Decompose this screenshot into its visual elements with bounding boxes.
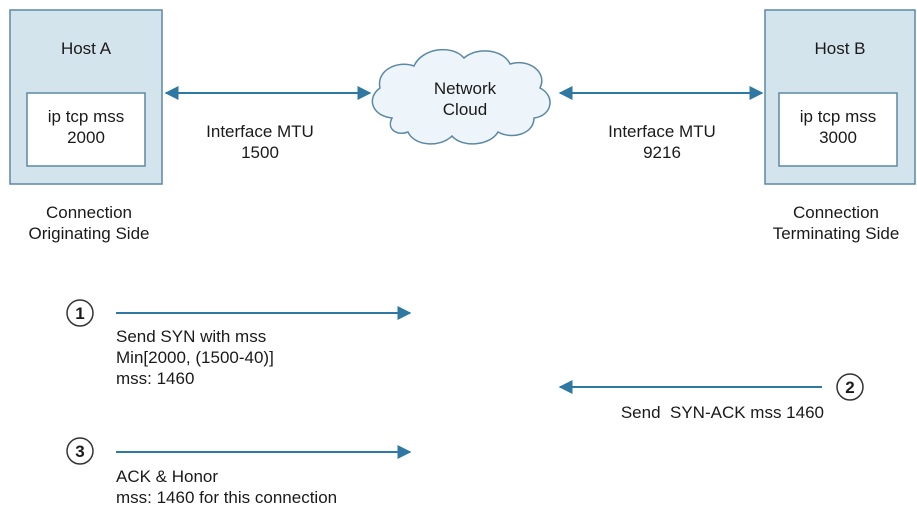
network-cloud-line1: Network [433, 79, 497, 98]
host-b-config-box [778, 92, 898, 167]
host-a-caption: Connection Originating Side [0, 202, 178, 244]
host-a-caption-line1: Connection [45, 203, 132, 222]
link-right-mtu-title: Interface MTU [608, 122, 716, 141]
step-3-line2: mss: 1460 for this connection [116, 488, 338, 507]
step-2-circle [836, 373, 864, 401]
step-3-circle [66, 437, 94, 465]
host-b-caption: Connection Terminating Side [757, 202, 915, 244]
network-cloud-shape [371, 48, 551, 145]
network-cloud-label: Network Cloud [400, 78, 530, 120]
network-cloud-line2: Cloud [442, 100, 488, 119]
link-left-mtu-value: 1500 [241, 143, 279, 162]
link-left-mtu-title: Interface MTU [206, 122, 314, 141]
step-2-text: Send SYN-ACK mss 1460 [560, 402, 824, 423]
host-b-caption-line2: Terminating Side [772, 224, 900, 243]
host-b-config: ip tcp mss 3000 [779, 106, 897, 148]
step-1-line1: Send SYN with mss [116, 327, 267, 346]
host-b-config-command: ip tcp mss [799, 107, 877, 126]
step-3-text: ACK & Honor mss: 1460 for this connectio… [116, 466, 337, 508]
link-right-mtu-value: 9216 [643, 143, 681, 162]
host-b-caption-line1: Connection [792, 203, 879, 222]
step-2-number: 2 [845, 378, 854, 397]
link-right-mtu-label: Interface MTU 9216 [582, 121, 742, 163]
step-1-text: Send SYN with mss Min[2000, (1500-40)] m… [116, 326, 274, 389]
step-3-number: 3 [75, 442, 84, 461]
step-3-line1: ACK & Honor [116, 467, 219, 486]
link-left-mtu-label: Interface MTU 1500 [180, 121, 340, 163]
host-a-config-command: ip tcp mss [47, 107, 125, 126]
step-1-line3: mss: 1460 [116, 369, 195, 388]
step-1-line2: Min[2000, (1500-40)] [116, 348, 274, 367]
host-a-config-box [26, 92, 146, 167]
host-a-config-value: 2000 [67, 128, 105, 147]
host-a-title: Host A [60, 39, 112, 58]
host-b-config-value: 3000 [819, 128, 857, 147]
host-a-caption-line2: Originating Side [28, 224, 150, 243]
step-1-circle [66, 299, 94, 327]
host-b-title: Host B [814, 39, 866, 58]
step-2-line1: Send SYN-ACK mss 1460 [620, 403, 824, 422]
host-a-config: ip tcp mss 2000 [27, 106, 145, 148]
step-1-number: 1 [75, 304, 84, 323]
